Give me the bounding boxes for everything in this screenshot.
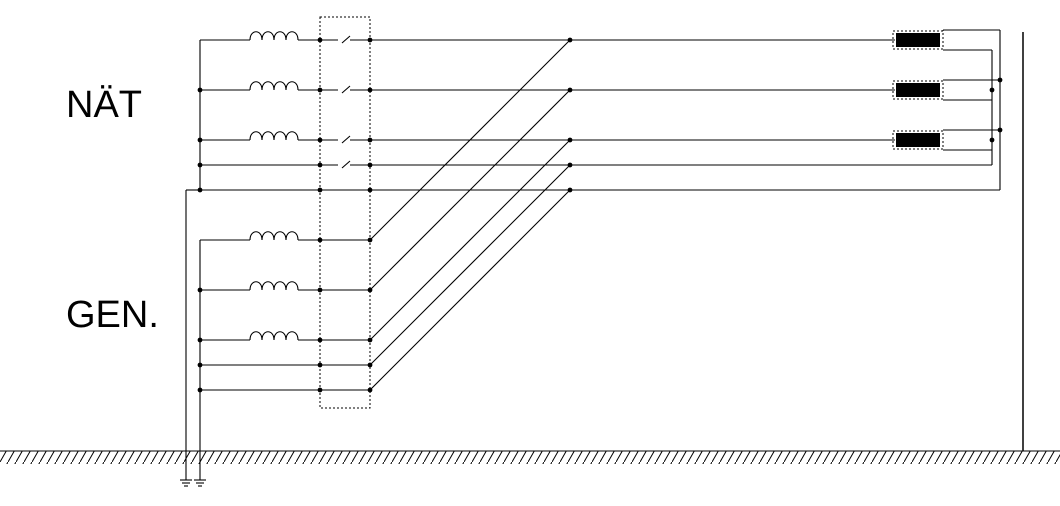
contact-blade	[341, 35, 351, 44]
inductor-coil	[249, 231, 299, 241]
contact-blade	[341, 160, 351, 169]
transfer-diagonal	[369, 164, 571, 366]
transfer-switch-box	[319, 16, 371, 409]
transfer-diagonal	[369, 89, 571, 291]
junction-dot	[317, 362, 323, 368]
junction-dot	[367, 87, 373, 93]
switch-contacts	[320, 35, 370, 169]
junction-dot	[997, 127, 1003, 133]
junction-dot	[367, 162, 373, 168]
wires	[185, 29, 1001, 480]
inductors	[249, 31, 299, 341]
load-element	[896, 133, 940, 147]
junction-dot	[197, 387, 203, 393]
junction-dot	[367, 362, 373, 368]
contact-blade	[341, 135, 351, 144]
junction-dot	[197, 362, 203, 368]
inductor-coil	[249, 281, 299, 291]
junction-dot	[317, 137, 323, 143]
earth-symbols	[180, 479, 206, 487]
ground-surface	[0, 450, 1060, 464]
load-element	[896, 83, 940, 97]
junction-dots	[197, 37, 1003, 393]
transfer-diagonal	[369, 189, 571, 391]
junction-dot	[367, 37, 373, 43]
junction-dot	[317, 337, 323, 343]
junction-dot	[567, 87, 573, 93]
net-label: NÄT	[66, 84, 142, 126]
junction-dot	[317, 387, 323, 393]
junction-dot	[317, 187, 323, 193]
load-element	[896, 33, 940, 47]
junction-dot	[567, 137, 573, 143]
junction-dot	[567, 162, 573, 168]
junction-dot	[989, 137, 995, 143]
loads	[892, 30, 944, 150]
junction-dot	[367, 237, 373, 243]
junction-dot	[367, 187, 373, 193]
inductor-coil	[249, 331, 299, 341]
junction-dot	[197, 337, 203, 343]
load-frame	[892, 80, 944, 100]
inductor-coil	[249, 131, 299, 141]
junction-dot	[197, 137, 203, 143]
load-frame	[892, 30, 944, 50]
transfer-diagonal	[369, 139, 571, 341]
junction-dot	[197, 87, 203, 93]
junction-dot	[317, 237, 323, 243]
junction-dot	[197, 287, 203, 293]
junction-dot	[567, 37, 573, 43]
inductor-coil	[249, 31, 299, 41]
junction-dot	[317, 37, 323, 43]
contact-blade	[341, 85, 351, 94]
junction-dot	[197, 187, 203, 193]
junction-dot	[989, 87, 995, 93]
junction-dot	[997, 77, 1003, 83]
generator-label: GEN.	[66, 294, 159, 336]
junction-dot	[367, 387, 373, 393]
transfer-diagonal	[369, 39, 571, 241]
junction-dot	[317, 287, 323, 293]
junction-dot	[197, 162, 203, 168]
inductor-coil	[249, 81, 299, 91]
junction-dot	[317, 87, 323, 93]
junction-dot	[567, 187, 573, 193]
load-frame	[892, 130, 944, 150]
junction-dot	[367, 337, 373, 343]
junction-dot	[367, 287, 373, 293]
junction-dot	[317, 162, 323, 168]
junction-dot	[367, 137, 373, 143]
